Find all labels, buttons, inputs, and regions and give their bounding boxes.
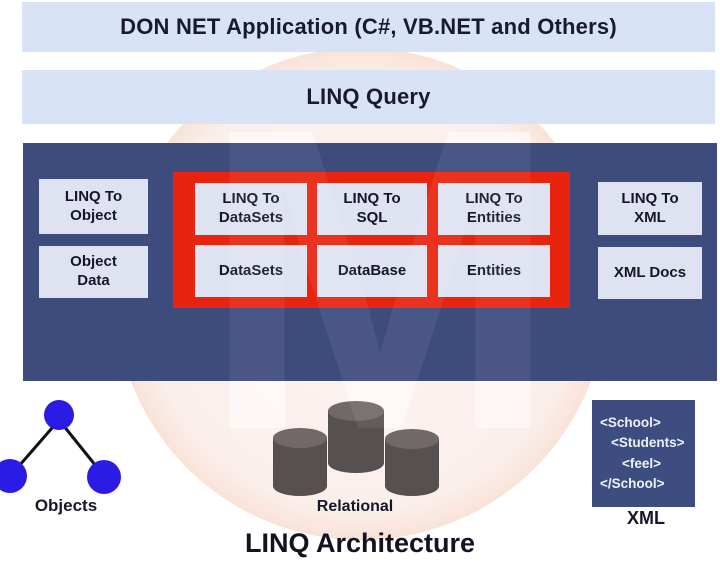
dotnet-application-bar: DON NET Application (C#, VB.NET and Othe…: [22, 2, 715, 52]
dotnet-application-label: DON NET Application (C#, VB.NET and Othe…: [120, 14, 617, 39]
cylinder-left: [273, 428, 327, 496]
relational-label: Relational: [316, 498, 394, 515]
linq-query-bar: LINQ Query: [22, 70, 715, 124]
entities-box: Entities: [438, 245, 550, 297]
objects-label: Objects: [34, 496, 98, 515]
objects-tree-icon: [0, 400, 121, 494]
linq-to-datasets-box: LINQ To DataSets: [195, 183, 307, 235]
cylinder-right: [385, 429, 439, 496]
relational-database-icon: [273, 401, 439, 496]
linq-to-xml-box: LINQ To XML: [598, 182, 702, 235]
linq-query-label: LINQ Query: [306, 84, 431, 109]
xml-code-line-2: <Students>: [611, 435, 685, 451]
xml-code-line-3: <feel>: [622, 455, 662, 471]
database-box: DataBase: [317, 245, 427, 297]
xml-code-box: <School> <Students> <feel> </School>: [592, 400, 695, 507]
xml-code-line-4: </School>: [600, 475, 665, 491]
page-title: LINQ Architecture: [244, 528, 476, 558]
linq-providers-panel: LINQ To Object Object Data LINQ To DataS…: [23, 143, 717, 381]
xml-docs-box: XML Docs: [598, 247, 702, 299]
datasets-box: DataSets: [195, 245, 307, 297]
cylinder-center: [328, 401, 384, 473]
object-data-box: Object Data: [39, 246, 148, 298]
linq-to-entities-box: LINQ To Entities: [438, 183, 550, 235]
xml-code-line-1: <School>: [600, 415, 661, 430]
xml-label: XML: [627, 508, 665, 528]
linq-to-sql-box: LINQ To SQL: [317, 183, 427, 235]
linq-to-object-box: LINQ To Object: [39, 179, 148, 234]
